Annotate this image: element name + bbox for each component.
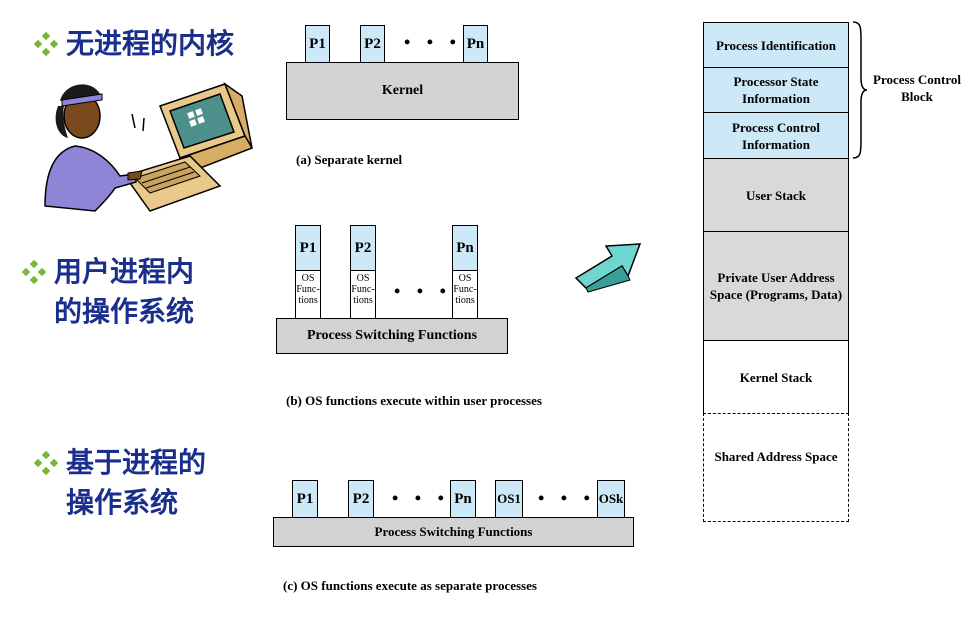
process-box-p1: P1 [295, 225, 321, 271]
shared-address-space-box: Shared Address Space [703, 413, 849, 522]
bullet-os-in-user-process: 用户进程内 的操作系统 [22, 252, 194, 332]
os-functions-box: OS Func- tions [350, 271, 376, 319]
process-switching-bar: Process Switching Functions [273, 517, 634, 547]
process-label: P2 [354, 240, 372, 256]
process-box-p1: P1 [292, 480, 318, 518]
process-label: Pn [466, 36, 485, 52]
pcb-label: Kernel Stack [739, 369, 813, 385]
ellipsis-dots: • • • [394, 281, 452, 301]
process-switching-bar: Process Switching Functions [276, 318, 508, 354]
pcb-process-control-info: Process Control Information [703, 112, 849, 159]
bullet-text: 基于进程的 操作系统 [66, 446, 207, 519]
process-label: OSk [598, 491, 624, 506]
bar-label: Process Switching Functions [306, 328, 478, 343]
process-box-pn: Pn [452, 225, 478, 271]
private-address-space-box: Private User Address Space (Programs, Da… [703, 231, 849, 341]
ellipsis-dots: • • • [392, 488, 450, 508]
pcb-label: Process Control Information [732, 119, 820, 152]
process-box-pn: Pn [463, 25, 488, 63]
kernel-box: Kernel [286, 62, 519, 120]
ellipsis-dots: • • • [404, 32, 462, 52]
pcb-process-identification: Process Identification [703, 22, 849, 68]
process-label: OS1 [497, 491, 521, 506]
ellipsis-dots: • • • [538, 488, 596, 508]
bullet-separate-kernel: 无进程的内核 [34, 24, 234, 64]
process-box-p2: P2 [350, 225, 376, 271]
pcb-label: User Stack [745, 187, 807, 203]
pcb-label: Shared Address Space [714, 449, 838, 464]
process-label: P1 [299, 240, 317, 256]
bullet-process-based-os: 基于进程的 操作系统 [34, 443, 206, 523]
process-box-pn: Pn [450, 480, 476, 518]
process-label: P2 [364, 36, 381, 52]
diamond-bullet-icon [34, 451, 58, 475]
pcb-label: Private User Address Space (Programs, Da… [709, 270, 843, 302]
bullet-text: 无进程的内核 [66, 27, 235, 60]
bar-label: Process Switching Functions [374, 524, 533, 539]
pcb-label: Process Identification [716, 37, 836, 53]
os-process-box-osk: OSk [597, 480, 625, 518]
process-box-p2: P2 [348, 480, 374, 518]
process-label: P2 [352, 491, 370, 507]
caption-a: (a) Separate kernel [296, 152, 403, 167]
kernel-stack-box: Kernel Stack [703, 340, 849, 414]
person-at-computer-illustration [44, 81, 254, 212]
diamond-bullet-icon [34, 32, 58, 56]
pcb-brace-label: Process Control Block [873, 72, 961, 104]
caption-c: (c) OS functions execute as separate pro… [283, 578, 537, 593]
bullet-text: 用户进程内 的操作系统 [54, 255, 195, 328]
process-box-p1: P1 [305, 25, 330, 63]
pcb-label: Processor State Information [733, 74, 819, 106]
process-label: P1 [296, 491, 314, 507]
user-stack-box: User Stack [703, 158, 849, 232]
process-label: Pn [454, 491, 472, 507]
pcb-processor-state: Processor State Information [703, 67, 849, 113]
process-label: Pn [456, 240, 474, 256]
caption-b: (b) OS functions execute within user pro… [286, 393, 542, 408]
right-arrow-icon [574, 243, 642, 293]
process-label: P1 [309, 36, 326, 52]
diamond-bullet-icon [22, 260, 46, 284]
kernel-label: Kernel [381, 83, 424, 98]
os-functions-box: OS Func- tions [295, 271, 321, 319]
process-box-p2: P2 [360, 25, 385, 63]
curly-brace-icon [852, 21, 868, 159]
os-process-box-os1: OS1 [495, 480, 523, 518]
os-functions-box: OS Func- tions [452, 271, 478, 319]
